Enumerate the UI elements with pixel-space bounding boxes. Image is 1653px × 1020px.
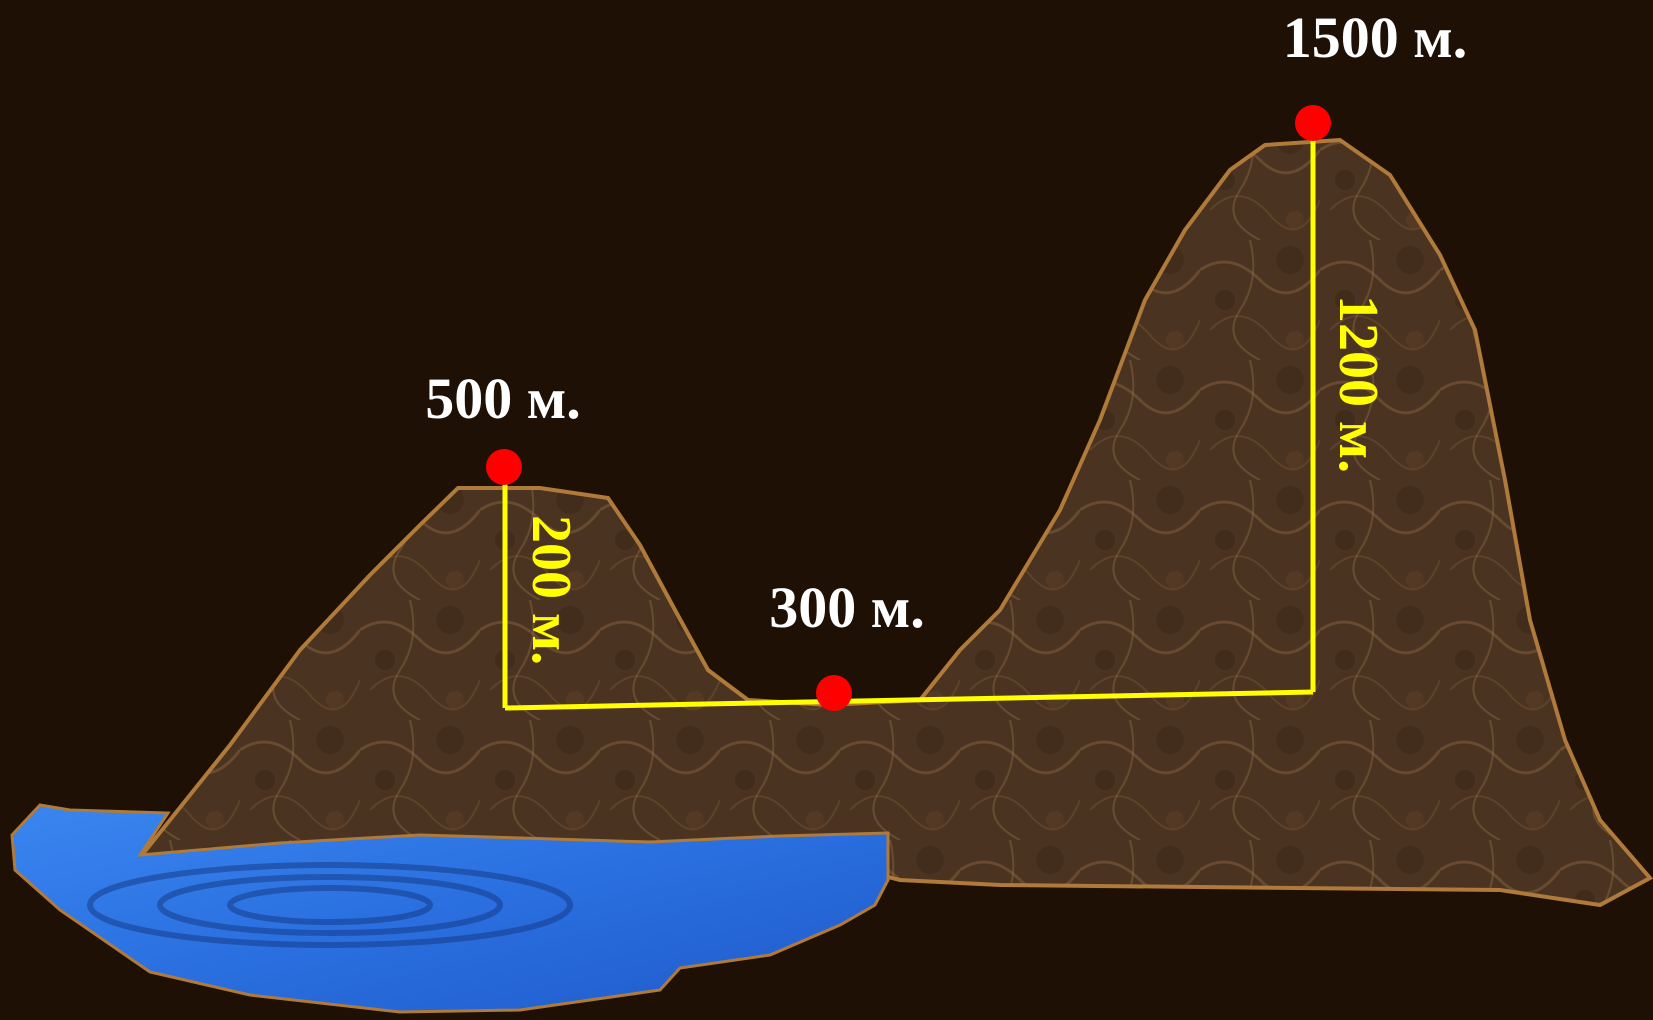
left-difference-label: 200 м. <box>520 515 582 665</box>
baseline-line <box>504 689 1314 711</box>
valley-altitude: 300 м. <box>769 575 925 640</box>
lake <box>10 803 890 1014</box>
water-ripples <box>87 862 573 948</box>
measure-lines <box>502 124 1316 711</box>
left-peak-altitude: 500 м. <box>425 366 581 431</box>
left-peak-marker <box>486 449 522 485</box>
terrain <box>133 137 1653 908</box>
right-peak-altitude: 1500 м. <box>1283 5 1468 70</box>
valley-marker <box>816 675 852 711</box>
right-peak-marker <box>1295 105 1331 141</box>
right-difference-label: 1200 м. <box>1327 295 1389 473</box>
